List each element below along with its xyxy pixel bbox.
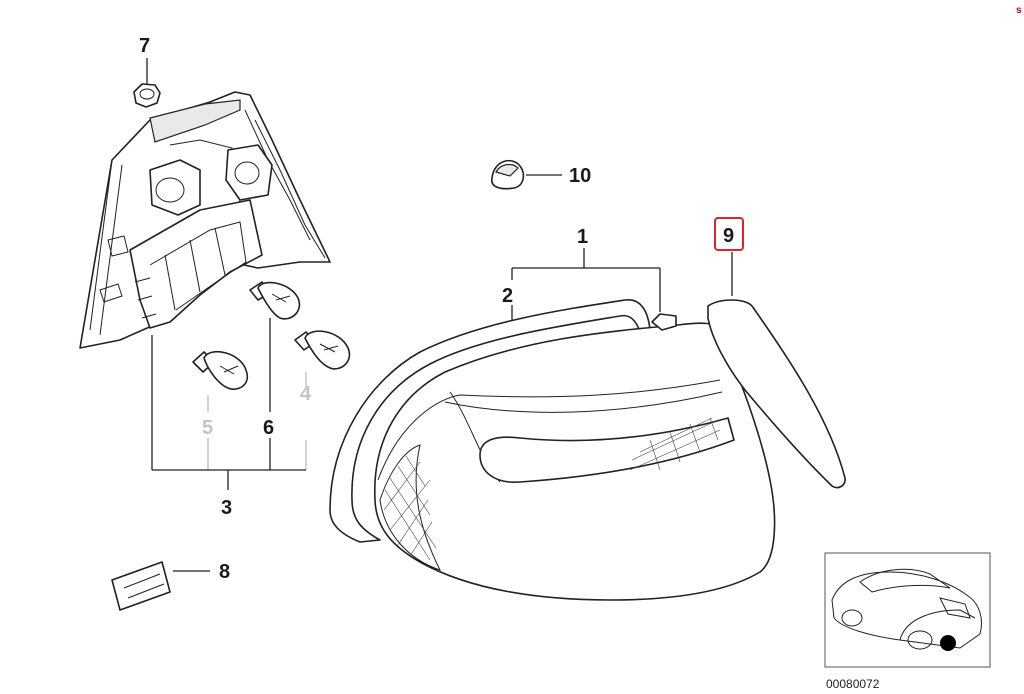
callout-8[interactable]: 8 [219,561,230,583]
callout-3[interactable]: 3 [221,497,232,519]
part-10-cap[interactable] [491,159,562,190]
part-5-bulb[interactable] [192,350,249,390]
car-location-inset[interactable] [824,552,991,668]
callout-2[interactable]: 2 [502,285,513,307]
tail-light-location-marker [940,635,956,651]
callout-9-highlight-box[interactable] [714,217,744,251]
part-2-gasket[interactable] [329,299,651,543]
lens-hatch-left [383,455,437,561]
callout-10[interactable]: 10 [569,165,591,187]
leader-group-1 [511,248,661,320]
part-1-tail-light[interactable] [374,313,776,601]
part-4-bulb[interactable] [294,330,351,370]
corner-mark: s [1016,5,1022,16]
inset-code: 00080072 [826,677,880,691]
part-6-bulb[interactable] [249,281,301,320]
callout-9[interactable]: 9 [723,225,734,247]
part-9-trim-strip[interactable] [707,252,846,489]
leader-group-3 [151,318,307,490]
part-7-nut[interactable] [133,58,161,108]
callout-7[interactable]: 7 [139,35,150,57]
callout-6[interactable]: 6 [263,417,274,439]
callout-1[interactable]: 1 [577,226,588,248]
callout-5[interactable]: 5 [202,417,213,439]
lens-hatch-band [629,417,721,471]
part-bulb-carrier[interactable] [79,91,331,349]
part-8-label[interactable] [111,561,210,611]
callout-4[interactable]: 4 [300,383,312,405]
